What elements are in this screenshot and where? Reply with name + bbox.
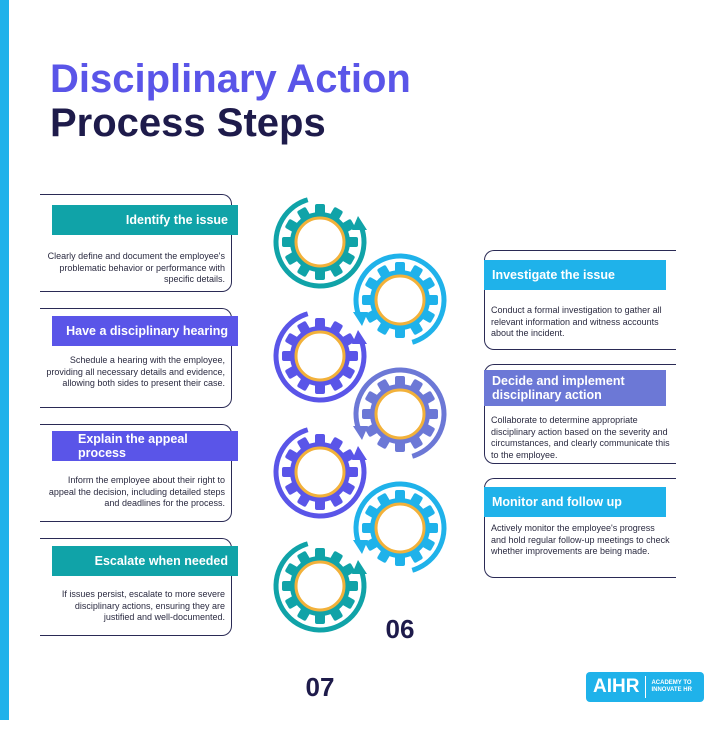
- step-02-heading: Investigate the issue: [484, 260, 666, 290]
- gear-04-icon: [353, 367, 447, 461]
- step-07-heading: Escalate when needed: [52, 546, 238, 576]
- title-line-1: Disciplinary Action: [50, 57, 411, 101]
- gear-center: [294, 330, 346, 382]
- logo-tag-line-2: INNOVATE HR: [651, 687, 692, 693]
- gear-05: 05: [272, 424, 368, 588]
- step-01-heading: Identify the issue: [52, 205, 238, 235]
- gear-01-icon: [273, 195, 367, 289]
- gear-06-number: 06: [385, 613, 415, 644]
- step-03-body: Schedule a hearing with the employee, pr…: [46, 355, 225, 388]
- logo-brand: AIHR: [586, 676, 647, 698]
- logo-tagline: ACADEMY TO INNOVATE HR: [646, 680, 691, 695]
- gear-07: 07: [272, 538, 368, 702]
- page-title: Disciplinary Action Process Steps: [50, 58, 411, 144]
- gear-arrow: [353, 426, 368, 440]
- gear-06-icon: [353, 481, 447, 575]
- gear-arrow: [353, 312, 368, 326]
- gear-arrow: [352, 330, 367, 344]
- step-06-heading: Monitor and follow up: [484, 487, 666, 517]
- gear-05-icon: [273, 425, 367, 519]
- gear-06: 06: [352, 480, 448, 644]
- step-02-body: Conduct a formal investigation to gather…: [491, 305, 662, 338]
- gear-arrow: [353, 540, 368, 554]
- gear-07-number: 07: [305, 671, 335, 702]
- side-accent-bar: [0, 0, 9, 720]
- logo-tag-line-1: ACADEMY TO: [651, 679, 692, 686]
- gear-04: 04: [352, 366, 448, 530]
- gear-01: 01: [272, 194, 368, 358]
- aihr-logo: AIHR ACADEMY TO INNOVATE HR: [586, 672, 704, 702]
- gear-center: [374, 502, 426, 554]
- gear-arrow: [352, 446, 367, 460]
- gear-arrow: [352, 216, 367, 230]
- step-01-body: Clearly define and document the employee…: [47, 251, 225, 284]
- gear-02-icon: [353, 253, 447, 347]
- gear-arrow: [352, 560, 367, 574]
- gear-07-icon: [273, 539, 367, 633]
- gear-center: [294, 560, 346, 612]
- gear-03-icon: [273, 309, 367, 403]
- step-04-heading: Decide and implement disciplinary action: [484, 370, 666, 406]
- step-07-body: If issues persist, escalate to more seve…: [61, 589, 225, 622]
- step-05-body: Inform the employee about their right to…: [48, 475, 225, 508]
- gear-center: [294, 446, 346, 498]
- step-04-body: Collaborate to determine appropriate dis…: [491, 415, 670, 460]
- gear-center: [294, 216, 346, 268]
- gear-center: [374, 274, 426, 326]
- step-03-heading: Have a disciplinary hearing: [52, 316, 238, 346]
- step-05-heading: Explain the appeal process: [52, 431, 238, 461]
- gear-center: [374, 388, 426, 440]
- step-06-body: Actively monitor the employee's progress…: [491, 523, 670, 556]
- title-line-2: Process Steps: [50, 101, 326, 145]
